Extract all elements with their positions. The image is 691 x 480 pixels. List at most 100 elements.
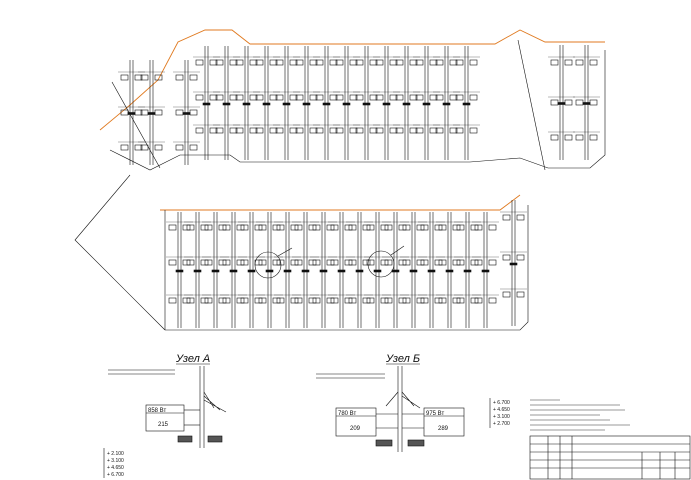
- radiator: [429, 127, 438, 134]
- valve: [283, 269, 292, 273]
- radiator: [380, 224, 389, 231]
- radiator: [255, 94, 264, 101]
- radiator: [474, 224, 483, 231]
- radiator: [276, 259, 285, 266]
- radiator: [235, 127, 244, 134]
- valve: [337, 269, 346, 273]
- radiator: [309, 127, 318, 134]
- valve: [442, 102, 451, 106]
- radiator: [502, 254, 511, 261]
- radiator: [516, 291, 525, 298]
- radiator: [154, 144, 163, 151]
- upper-return-pipe: [109, 50, 606, 171]
- radiator: [294, 259, 303, 266]
- radiator: [195, 127, 204, 134]
- radiator: [140, 74, 149, 81]
- upper-collector-left: [111, 81, 161, 169]
- node-b-power-right: 975 Вт: [426, 411, 444, 417]
- radiator: [275, 94, 284, 101]
- radiator: [235, 59, 244, 66]
- radiator: [452, 224, 461, 231]
- radiator: [469, 59, 478, 66]
- radiator: [469, 94, 478, 101]
- radiator: [355, 94, 364, 101]
- radiator: [140, 144, 149, 151]
- radiator: [589, 99, 598, 106]
- radiator: [295, 59, 304, 66]
- radiator: [449, 94, 458, 101]
- radiator: [326, 224, 335, 231]
- node-b-power-left: 780 Вт: [338, 411, 356, 417]
- radiator: [369, 59, 378, 66]
- upper-left-wing-risers: [118, 60, 200, 165]
- radiator: [290, 297, 299, 304]
- radiator: [366, 259, 375, 266]
- radiator: [344, 297, 353, 304]
- radiator: [384, 224, 393, 231]
- valve: [462, 102, 471, 106]
- radiator: [189, 144, 198, 151]
- marker-a-leader: [277, 247, 293, 257]
- radiator: [348, 297, 357, 304]
- valve: [362, 102, 371, 106]
- radiator: [182, 259, 191, 266]
- valve: [147, 112, 156, 115]
- radiator: [154, 74, 163, 81]
- radiator: [289, 59, 298, 66]
- valve: [463, 269, 472, 273]
- radiator: [134, 74, 143, 81]
- radiator: [236, 297, 245, 304]
- title-block-frame: [529, 435, 691, 480]
- radiator: [420, 224, 429, 231]
- radiator: [474, 259, 483, 266]
- radiator: [209, 127, 218, 134]
- valve: [282, 102, 291, 106]
- radiator: [240, 224, 249, 231]
- lower-heating-scheme: [74, 174, 529, 331]
- valve: [382, 102, 391, 106]
- radiator: [409, 94, 418, 101]
- node-a-level-3: + 4.650: [107, 465, 124, 471]
- radiator: [329, 59, 338, 66]
- radiator: [294, 297, 303, 304]
- valve: [322, 102, 331, 106]
- valve: [301, 269, 310, 273]
- radiator: [235, 94, 244, 101]
- marker-b-leader: [390, 245, 405, 256]
- radiator: [434, 297, 443, 304]
- radiator: [389, 59, 398, 66]
- radiator: [218, 224, 227, 231]
- valve: [202, 102, 211, 106]
- radiator: [438, 259, 447, 266]
- radiator: [398, 224, 407, 231]
- radiator: [272, 224, 281, 231]
- radiator: [222, 259, 231, 266]
- node-b-title: Узел Б: [385, 353, 420, 365]
- radiator: [416, 224, 425, 231]
- radiator: [564, 59, 573, 66]
- radiator: [402, 259, 411, 266]
- radiator: [415, 94, 424, 101]
- radiator: [398, 297, 407, 304]
- radiator: [429, 94, 438, 101]
- radiator: [312, 297, 321, 304]
- radiator: [335, 127, 344, 134]
- radiator: [488, 259, 497, 266]
- radiator: [589, 134, 598, 141]
- radiator: [326, 259, 335, 266]
- valve: [222, 102, 231, 106]
- radiator: [355, 59, 364, 66]
- radiator: [380, 297, 389, 304]
- radiator: [402, 224, 411, 231]
- radiator: [469, 127, 478, 134]
- radiator: [209, 94, 218, 101]
- node-a-floor-slab-2: [207, 435, 223, 443]
- node-a-branches: [203, 391, 227, 413]
- radiator: [452, 259, 461, 266]
- radiator: [470, 224, 479, 231]
- upper-supply-pipe: [99, 29, 605, 131]
- radiator: [175, 74, 184, 81]
- radiator: [575, 59, 584, 66]
- upper-collector-right: [517, 39, 546, 171]
- radiator: [289, 127, 298, 134]
